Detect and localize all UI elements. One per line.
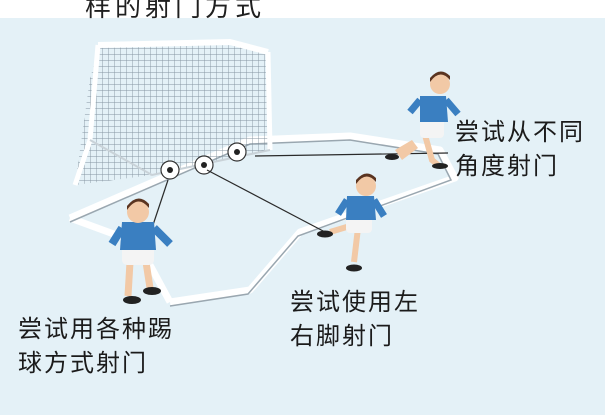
caption-left-right-foot: 尝试使用左 右脚射门 bbox=[290, 285, 420, 353]
player-right bbox=[385, 71, 461, 169]
caption-kicking-styles: 尝试用各种踢 球方式射门 bbox=[18, 312, 174, 380]
top-band: 样的射门方式 bbox=[0, 0, 605, 23]
player-left bbox=[108, 198, 173, 304]
caption-line: 角度射门 bbox=[455, 152, 559, 180]
leader-lines bbox=[151, 152, 449, 233]
soccer-goal bbox=[72, 38, 273, 186]
player-middle bbox=[317, 173, 387, 272]
caption-different-angles: 尝试从不同 角度射门 bbox=[455, 115, 585, 183]
caption-line: 尝试从不同 bbox=[455, 118, 585, 146]
soccer-balls bbox=[160, 142, 247, 180]
caption-line: 尝试用各种踢 bbox=[18, 315, 174, 343]
caption-line: 球方式射门 bbox=[18, 349, 148, 377]
caption-line: 右脚射门 bbox=[290, 322, 394, 350]
cropped-heading-text: 样的射门方式 bbox=[85, 0, 266, 23]
caption-line: 尝试使用左 bbox=[290, 288, 420, 316]
